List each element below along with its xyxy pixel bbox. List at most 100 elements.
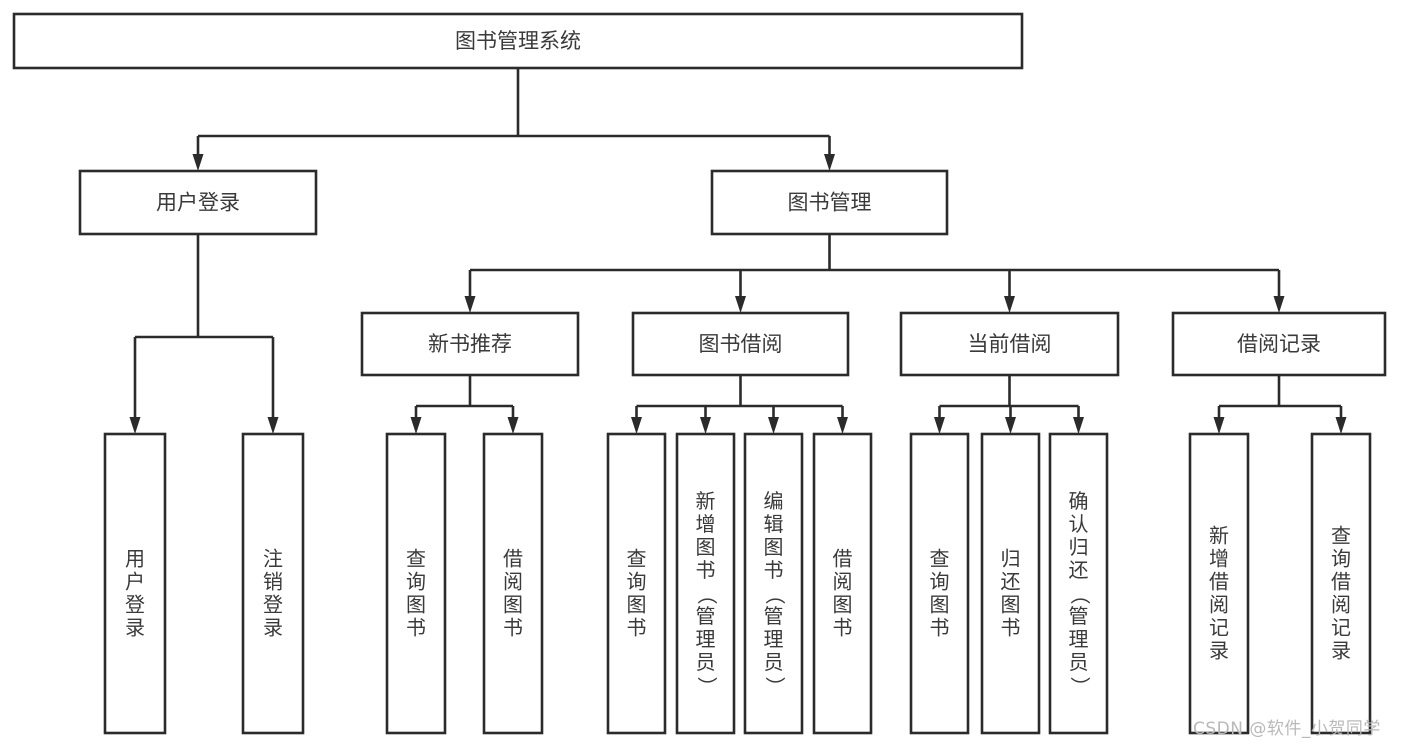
arrow-head-icon [700,417,711,434]
node-leaf-user-login[interactable]: 用户登录 [103,432,167,735]
svg-text:员: 员 [764,650,784,674]
svg-text:借: 借 [1209,570,1229,594]
svg-text:归: 归 [1001,547,1021,571]
node-root[interactable]: 图书管理系统 [12,12,1024,70]
node-box-leaf-edit-book-admin [743,432,804,735]
node-box-root [12,12,1024,70]
arrow-head-icon [410,417,422,434]
svg-text:借: 借 [833,547,853,571]
svg-text:管: 管 [696,604,716,628]
svg-text:登: 登 [263,593,283,617]
svg-text:认: 认 [1069,512,1089,536]
arrow-head-icon [1073,417,1084,434]
node-box-leaf-user-login [103,432,167,735]
svg-text:（: （ [763,585,787,605]
svg-text:用: 用 [125,547,145,571]
svg-text:还: 还 [1069,558,1089,582]
node-current-borrow[interactable]: 当前借阅 [899,311,1120,377]
svg-text:阅: 阅 [833,570,853,594]
svg-text:理: 理 [1069,627,1089,651]
svg-text:询: 询 [1331,547,1351,571]
arrow-head-icon [507,417,519,434]
node-box-current-borrow [899,311,1120,377]
svg-text:新: 新 [696,489,716,513]
node-box-book-manage [710,169,949,236]
svg-text:书: 书 [764,558,784,582]
node-box-book-borrow [631,311,850,377]
node-box-leaf-borrow-book-1 [482,432,544,735]
svg-text:图: 图 [627,593,647,617]
svg-text:图: 图 [930,593,950,617]
node-label-book-manage: 图书管理 [788,191,872,215]
svg-text:书: 书 [627,616,647,640]
node-box-leaf-return-book [980,432,1041,735]
svg-text:）: ） [695,677,719,697]
arrow-head-icon [824,154,835,171]
arrow-head-icon [768,417,779,434]
node-box-leaf-add-borrow-record [1188,432,1250,735]
svg-text:辑: 辑 [764,512,784,536]
arrow-head-icon [631,417,642,434]
svg-text:录: 录 [1209,639,1229,663]
arrow-head-icon [837,417,848,434]
svg-text:）: ） [1068,677,1092,697]
svg-text:登: 登 [125,593,145,617]
svg-text:（: （ [695,585,719,605]
node-box-leaf-add-book-admin [675,432,736,735]
svg-text:图: 图 [1001,593,1021,617]
svg-text:阅: 阅 [503,570,523,594]
node-borrow-record[interactable]: 借阅记录 [1171,311,1387,377]
node-box-leaf-query-borrow-record [1310,432,1372,735]
node-label-current-borrow: 当前借阅 [968,332,1052,356]
svg-text:理: 理 [696,627,716,651]
svg-text:查: 查 [1331,524,1351,548]
svg-text:图: 图 [503,593,523,617]
svg-text:阅: 阅 [1209,593,1229,617]
node-book-borrow[interactable]: 图书借阅 [631,311,850,377]
svg-text:询: 询 [930,570,950,594]
svg-text:）: ） [763,677,787,697]
arrow-head-icon [464,296,476,313]
node-box-leaf-user-logout [241,432,305,735]
svg-text:员: 员 [1069,650,1089,674]
svg-text:查: 查 [930,547,950,571]
svg-text:记: 记 [1331,616,1351,640]
svg-text:录: 录 [1331,639,1351,663]
node-box-leaf-query-book-2 [606,432,667,735]
svg-text:录: 录 [125,616,145,640]
svg-text:查: 查 [406,547,426,571]
node-user-login[interactable]: 用户登录 [78,169,318,236]
node-box-leaf-query-book-1 [385,432,447,735]
node-new-book-recommend[interactable]: 新书推荐 [360,311,580,377]
svg-text:书: 书 [1001,616,1021,640]
node-book-manage[interactable]: 图书管理 [710,169,949,236]
svg-text:还: 还 [1001,570,1021,594]
arrow-head-icon [1005,417,1016,434]
arrow-head-icon [1213,417,1225,434]
node-box-borrow-record [1171,311,1387,377]
svg-text:查: 查 [627,547,647,571]
svg-text:（: （ [1068,585,1092,605]
svg-text:书: 书 [696,558,716,582]
svg-text:员: 员 [696,650,716,674]
node-label-leaf-user-login: 用户登录 [125,547,145,640]
svg-text:归: 归 [1069,535,1089,559]
svg-text:书: 书 [930,616,950,640]
